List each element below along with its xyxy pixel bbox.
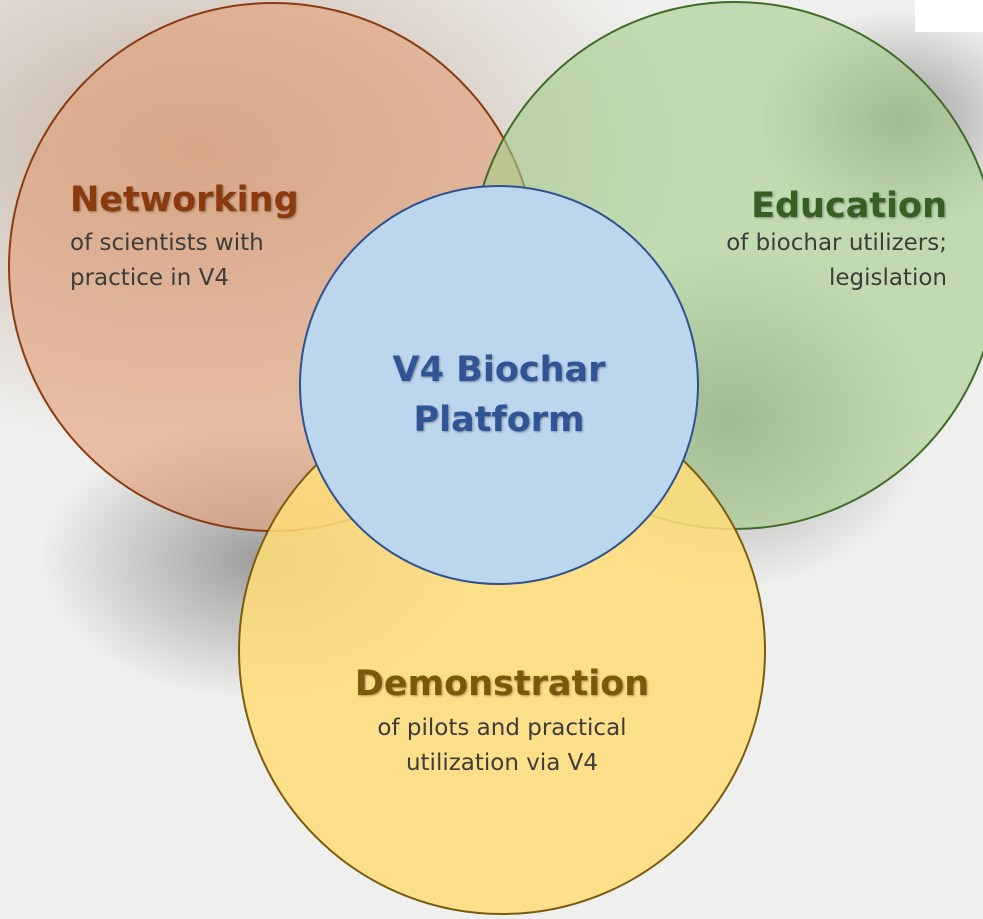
- demonstration-title: Demonstration: [354, 664, 650, 704]
- platform-title: V4 Biochar Platform: [349, 345, 649, 445]
- demonstration-description-line: utilization via V4: [405, 750, 599, 776]
- demonstration-description: of pilots and practical utilization via …: [332, 711, 672, 781]
- demonstration-description-line: of pilots and practical: [377, 715, 627, 741]
- networking-description-line: practice in V4: [70, 265, 229, 291]
- platform-title-line: Platform: [413, 400, 585, 440]
- networking-title: Networking: [70, 180, 299, 220]
- education-description-line: legislation: [828, 265, 947, 291]
- networking-description-line: of scientists with: [70, 230, 264, 256]
- platform-title-line: V4 Biochar: [392, 350, 606, 390]
- education-description: of biochar utilizers; legislation: [726, 226, 947, 296]
- networking-description: of scientists with practice in V4: [70, 226, 264, 296]
- education-description-line: of biochar utilizers;: [726, 230, 947, 256]
- education-title: Education: [751, 186, 947, 226]
- center-circle: [299, 185, 699, 585]
